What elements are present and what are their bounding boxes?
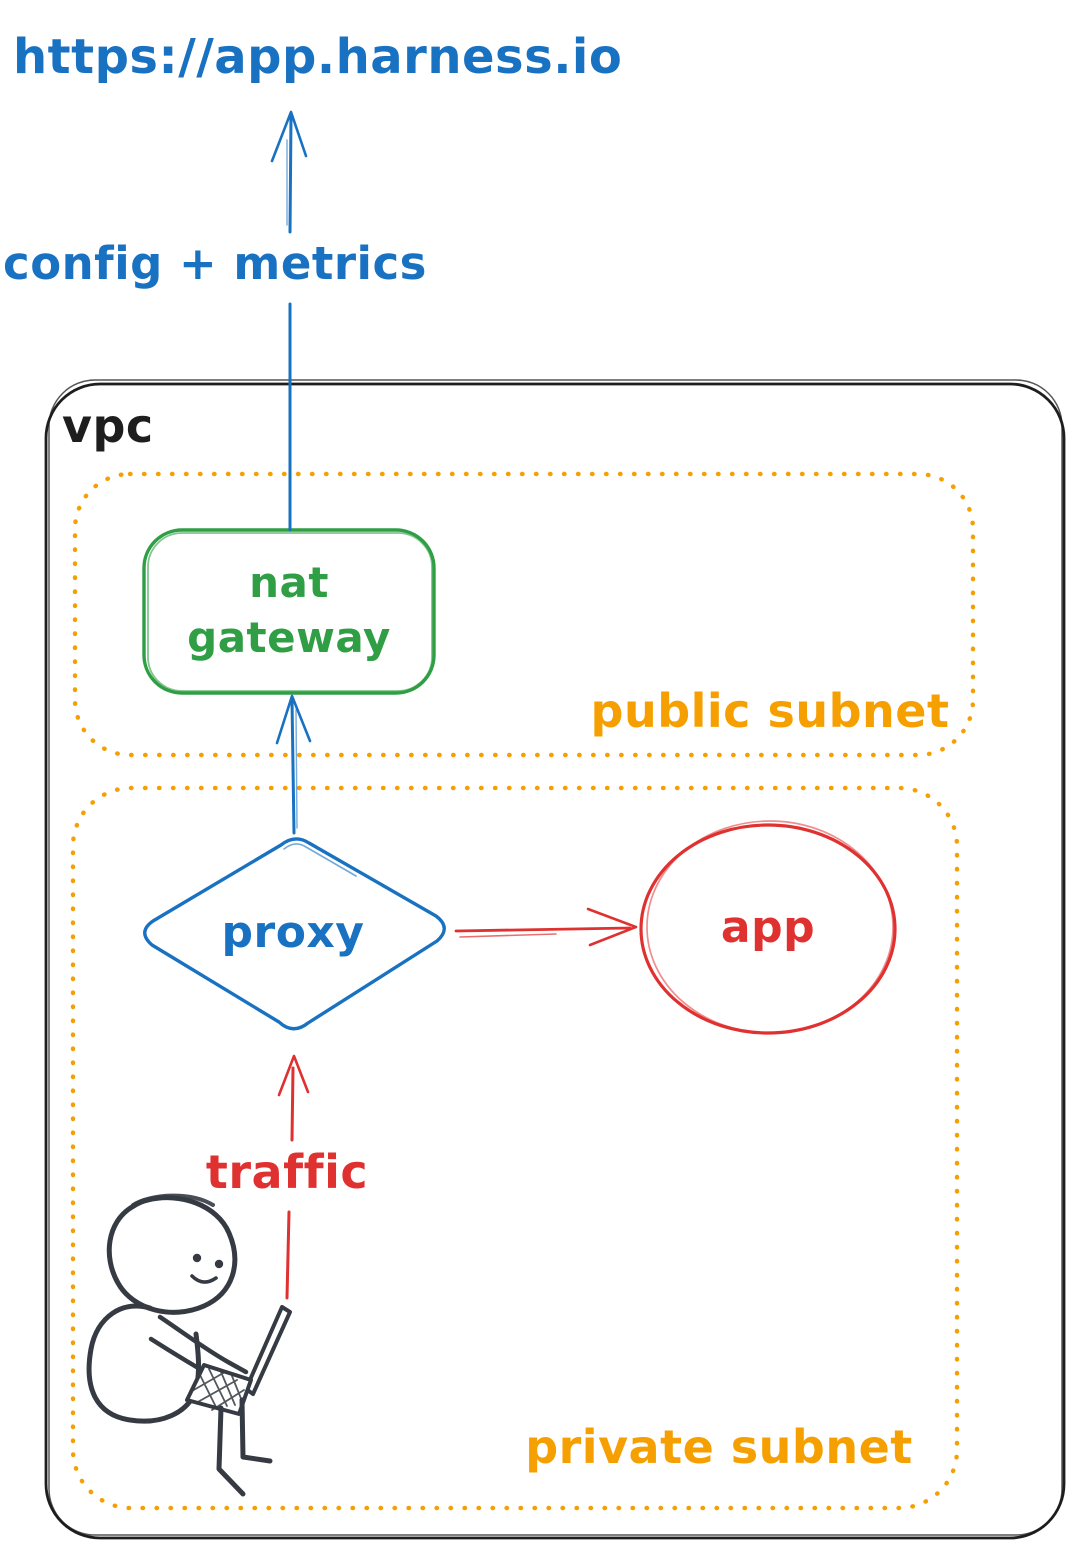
person-leg-right [239, 1397, 273, 1464]
public-subnet-label: public subnet [590, 684, 950, 738]
arrow-head [270, 110, 308, 163]
person-leg-left [216, 1405, 246, 1497]
person-smile [190, 1274, 218, 1284]
laptop-keyboard-crosshatch [191, 1368, 245, 1411]
vpc-label: vpc [62, 399, 154, 453]
arrow-traffic-to-proxy [277, 1054, 310, 1300]
private-subnet-border [70, 785, 960, 1511]
arrow-shaft-echo [459, 933, 557, 938]
private-subnet-label: private subnet [525, 1420, 913, 1474]
url-label: https://app.harness.io [13, 29, 623, 85]
private-subnet-rect [70, 785, 960, 1511]
proxy-diamond-path [143, 837, 446, 1031]
person-hair-line [131, 1193, 215, 1207]
public-subnet-border [72, 471, 976, 758]
arrow-shaft [454, 926, 632, 933]
arrow-shaft-upper [288, 114, 293, 234]
app-ellipse-echo [646, 820, 894, 1034]
proxy-label: proxy [221, 907, 365, 958]
arrow-proxy-to-app [454, 907, 638, 947]
app-ellipse-shape [639, 820, 897, 1035]
arrow-shaft-echo [295, 709, 298, 829]
vpc-rect [44, 382, 1066, 1540]
person-arm-upper [157, 1314, 249, 1375]
vpc-rect-echo [48, 379, 1063, 1536]
proxy-diamond-echo [283, 843, 357, 877]
arrow-shaft-lower [285, 1210, 291, 1300]
person-with-laptop-illustration [86, 1193, 292, 1497]
nat-gateway-label: nat gateway [187, 558, 391, 662]
person-eye-right [214, 1259, 224, 1269]
public-subnet-rect [72, 471, 976, 758]
vpc-container-border [44, 379, 1066, 1540]
arrow-head [586, 907, 638, 947]
proxy-diamond-shape [143, 837, 446, 1031]
person-head [106, 1195, 238, 1315]
person-body [86, 1303, 201, 1424]
traffic-label: traffic [205, 1145, 369, 1199]
nat-gateway-rect-echo [147, 532, 433, 692]
app-label: app [720, 902, 816, 953]
arrow-shaft-upper [290, 1066, 295, 1142]
arrow-head [277, 1054, 310, 1097]
arrow-shaft [290, 698, 296, 835]
person-eye-left [192, 1253, 202, 1263]
config-metrics-label: config + metrics [3, 237, 427, 290]
laptop-screen [244, 1305, 292, 1396]
arrow-head [275, 694, 312, 745]
arrow-proxy-to-nat-gateway [275, 694, 312, 835]
arrow-nat-gateway-to-url [270, 110, 308, 532]
